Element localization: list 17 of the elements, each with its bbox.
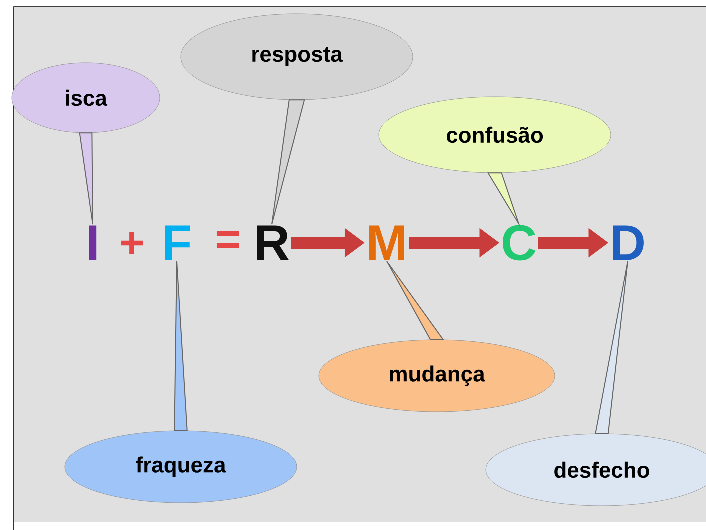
letter: M bbox=[370, 226, 404, 260]
letter: C bbox=[503, 225, 536, 261]
speech-bubble: desfecho bbox=[486, 434, 706, 506]
letter: F bbox=[165, 226, 190, 260]
operator-sign: + bbox=[121, 232, 144, 254]
bubble-pointer bbox=[595, 260, 628, 434]
letter: D bbox=[613, 226, 644, 260]
bubble-pointer bbox=[79, 132, 94, 226]
letter: I bbox=[89, 226, 97, 260]
speech-bubble: isca bbox=[12, 62, 160, 134]
speech-bubble: resposta bbox=[180, 14, 414, 100]
speech-bubble: fraqueza bbox=[64, 430, 298, 504]
bubble-pointer bbox=[174, 260, 188, 432]
speech-bubble: confusão bbox=[378, 96, 612, 174]
letter: R bbox=[257, 226, 290, 260]
bubble-pointer bbox=[272, 100, 306, 226]
operator-sign: = bbox=[216, 232, 240, 248]
